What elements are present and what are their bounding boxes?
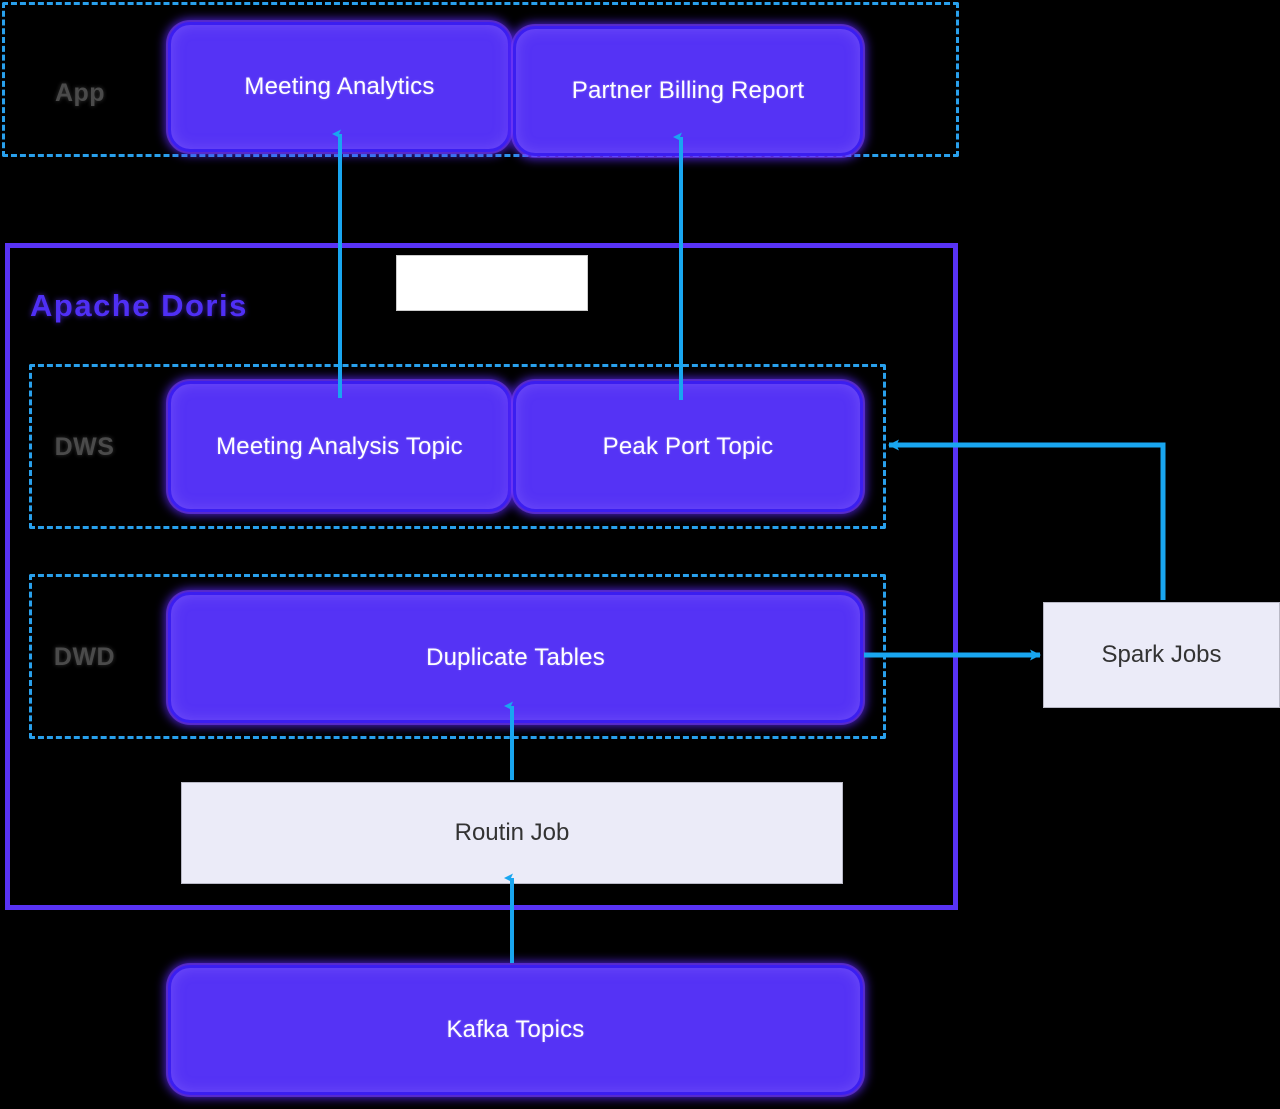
node-partner-billing-report[interactable]: Partner Billing Report bbox=[513, 26, 863, 156]
box-routin-job[interactable]: Routin Job bbox=[181, 782, 843, 884]
node-meeting-analytics[interactable]: Meeting Analytics bbox=[168, 22, 511, 152]
node-peak-port-topic[interactable]: Peak Port Topic bbox=[513, 381, 863, 512]
dwd-group-label: DWD bbox=[53, 642, 116, 671]
doris-blank-panel bbox=[396, 255, 588, 311]
app-layer-group bbox=[2, 2, 959, 157]
box-spark-jobs[interactable]: Spark Jobs bbox=[1043, 602, 1280, 708]
node-duplicate-tables[interactable]: Duplicate Tables bbox=[168, 592, 863, 723]
node-meeting-analysis-topic[interactable]: Meeting Analysis Topic bbox=[168, 381, 511, 512]
app-layer-label: App bbox=[54, 78, 106, 107]
apache-doris-title: Apache Doris bbox=[30, 288, 248, 323]
dws-group bbox=[29, 364, 886, 529]
node-kafka-topics[interactable]: Kafka Topics bbox=[168, 965, 863, 1095]
dws-group-label: DWS bbox=[54, 432, 115, 461]
